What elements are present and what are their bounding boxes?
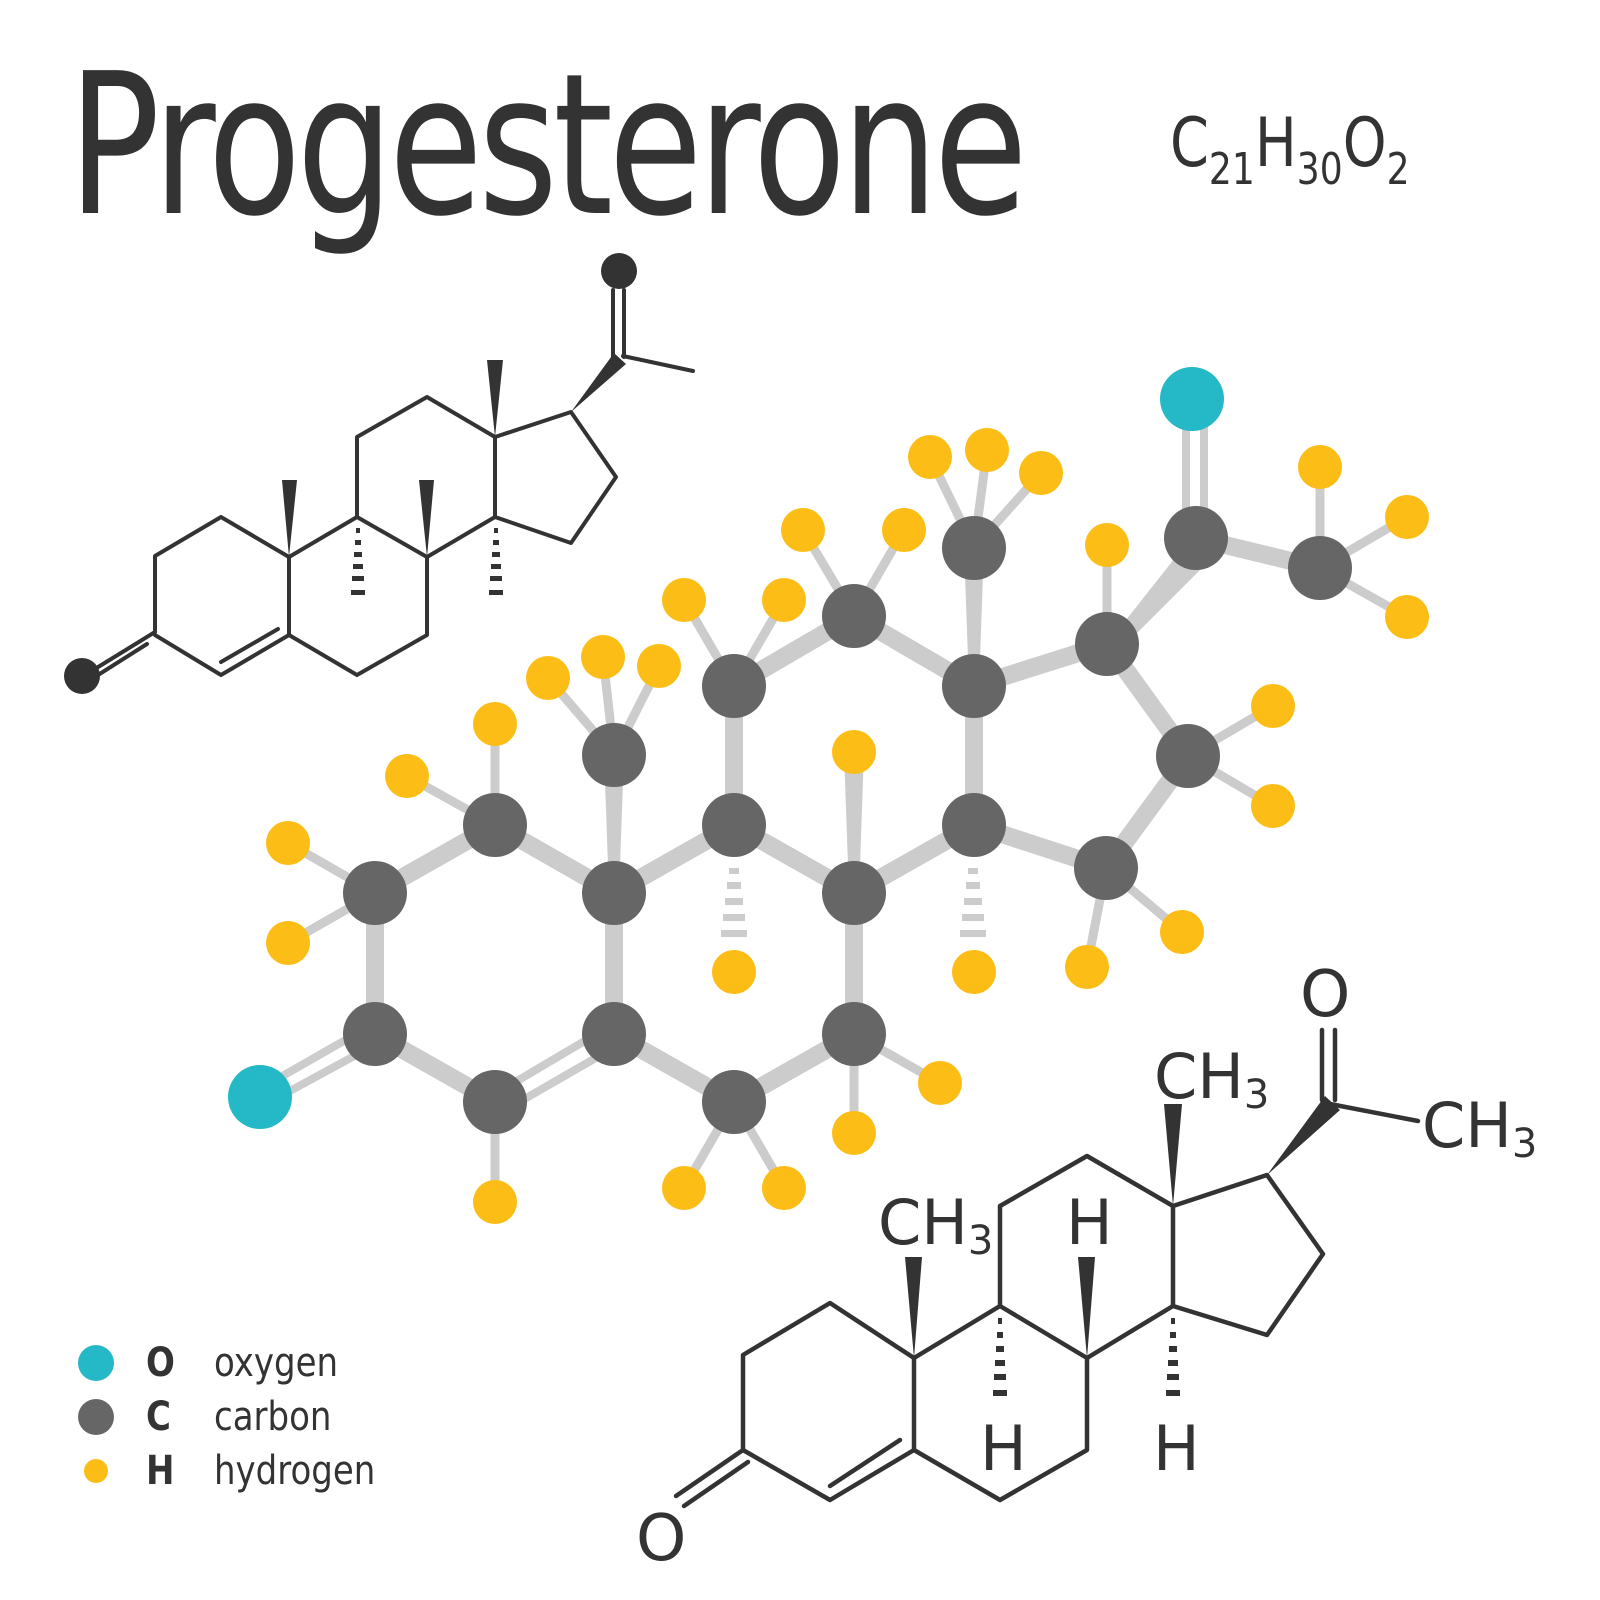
c19-methyl-label: CH3 bbox=[878, 1186, 993, 1264]
c21-methyl-label: CH3 bbox=[1422, 1089, 1537, 1167]
skeletal-wedges-top bbox=[64, 253, 637, 694]
acetyl-oxygen-label: O bbox=[1300, 958, 1350, 1032]
skeletal-formula-top bbox=[88, 288, 695, 677]
skeletal-hash-top bbox=[351, 528, 503, 595]
ball-stick-model bbox=[228, 367, 1429, 1224]
h9-alpha-label: H bbox=[980, 1412, 1027, 1485]
skeletal-hash-bottom bbox=[993, 1318, 1180, 1396]
c3-oxygen-label: O bbox=[636, 1502, 686, 1576]
c18-methyl-label: CH3 bbox=[1154, 1040, 1269, 1118]
oxygen-dot-icon bbox=[78, 1345, 114, 1381]
h8-beta-label: H bbox=[1066, 1186, 1113, 1259]
hydrogen-atoms bbox=[266, 428, 1429, 1224]
page-title: Progesterone bbox=[68, 32, 1028, 260]
skeletal-formula-bottom bbox=[673, 1027, 1421, 1509]
skeletal-wedges-bottom bbox=[905, 1096, 1340, 1358]
carbon-dot-icon bbox=[78, 1399, 114, 1435]
oxygen-dot-icon bbox=[601, 253, 637, 289]
oxygen-dot-icon bbox=[64, 658, 100, 694]
oxygen-atoms bbox=[228, 367, 1224, 1129]
hydrogen-dot-icon bbox=[84, 1459, 108, 1483]
h14-alpha-label: H bbox=[1153, 1412, 1200, 1485]
molecular-formula: C21H30O2 bbox=[1170, 104, 1410, 195]
skeletal-labels-bottom: O CH3 CH3 CH3 H H H O bbox=[636, 958, 1537, 1576]
carbon-atoms bbox=[343, 506, 1352, 1134]
